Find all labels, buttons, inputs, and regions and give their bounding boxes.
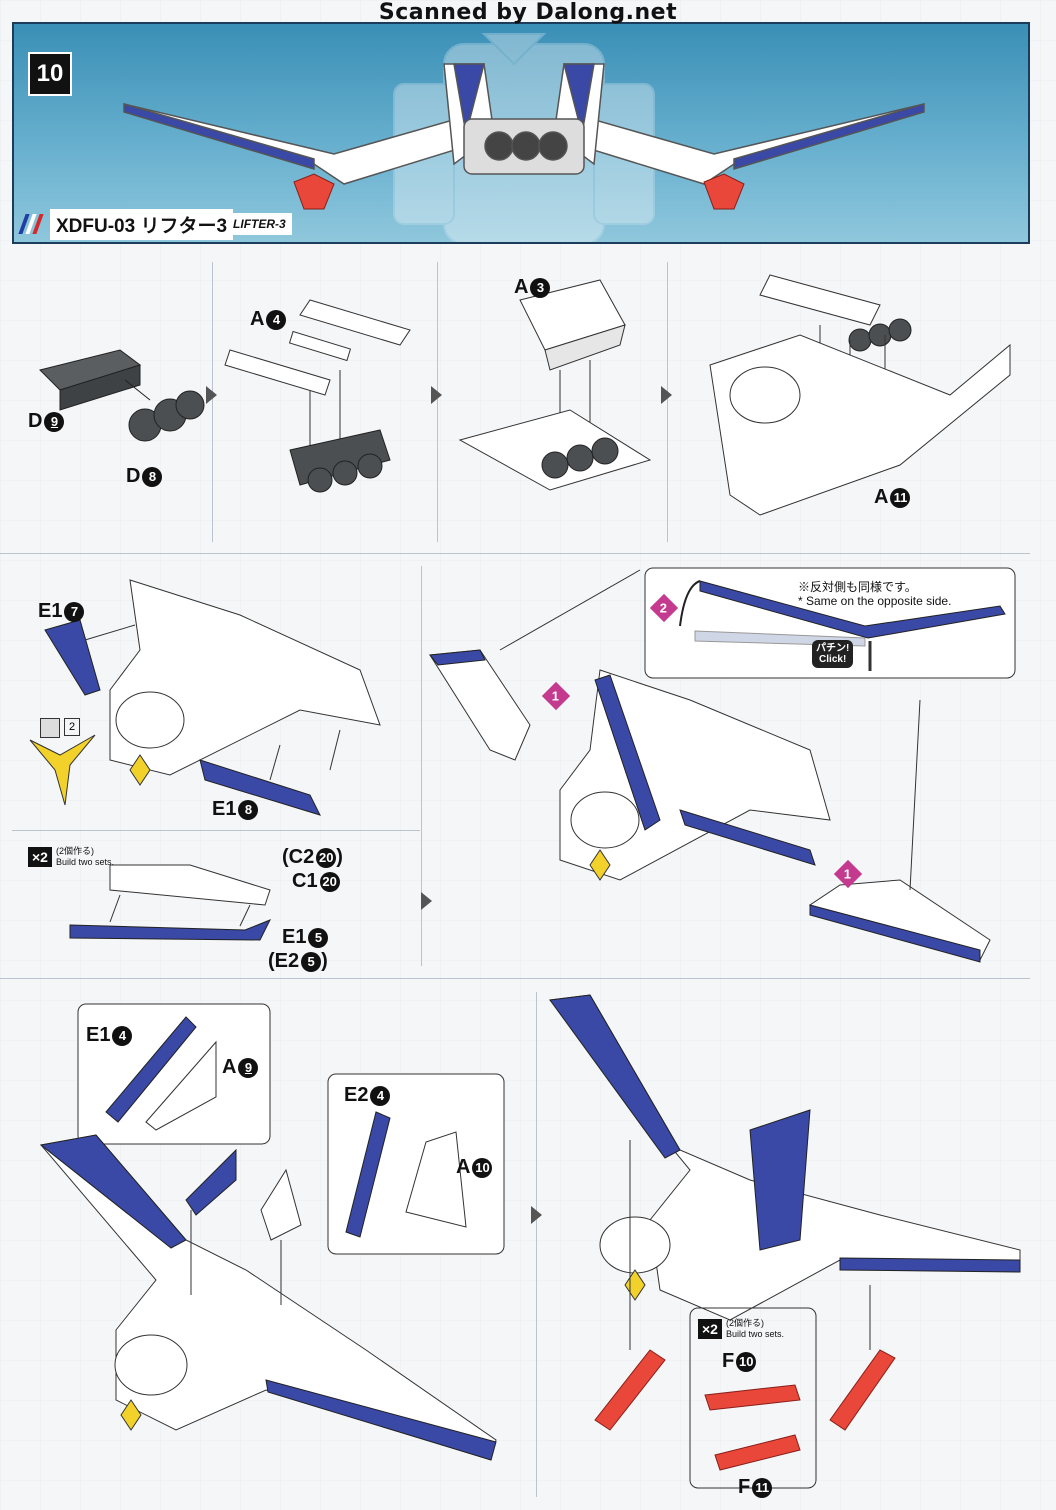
model-subtitle: LIFTER-3 bbox=[233, 213, 292, 235]
flow-arrow bbox=[431, 386, 442, 404]
x2-jp: (2個作る) bbox=[55, 846, 94, 856]
note-en: * Same on the opposite side. bbox=[798, 594, 952, 608]
wing-fold-callout bbox=[644, 567, 1016, 679]
x2-badge: ×2 bbox=[28, 847, 52, 867]
cover-a3-drawing bbox=[458, 279, 652, 491]
title-stripes bbox=[18, 214, 44, 234]
row-divider bbox=[0, 978, 1030, 979]
model-title: XDFU-03 リフター3 bbox=[50, 208, 234, 240]
body-a11-drawing bbox=[709, 274, 1011, 516]
build-two-sets-note: ×2 (2個作る)Build two sets. bbox=[28, 846, 114, 868]
lifter-hero-illustration bbox=[123, 33, 925, 242]
column-divider bbox=[421, 566, 422, 966]
sub-divider bbox=[12, 830, 420, 831]
flow-arrow bbox=[661, 386, 672, 404]
engine-parts-drawing bbox=[39, 349, 205, 442]
step-header: 10 bbox=[12, 22, 1030, 244]
watermark: Scanned by Dalong.net bbox=[378, 0, 678, 25]
lifter-fins-drawing bbox=[39, 1134, 497, 1461]
x2-en: Build two sets. bbox=[55, 857, 114, 867]
sticker-icon bbox=[40, 718, 60, 738]
body-with-fins-drawing bbox=[44, 579, 381, 816]
step-number: 10 bbox=[28, 52, 72, 96]
column-divider bbox=[536, 992, 537, 1497]
wing-c1-drawing bbox=[69, 864, 272, 941]
x2-jp-2: (2個作る) bbox=[725, 1318, 764, 1328]
flow-arrow bbox=[206, 386, 217, 404]
note-jp: ※反対側も同様です。 bbox=[798, 580, 917, 594]
row-divider bbox=[0, 553, 1030, 554]
sticker-number: 2 bbox=[64, 718, 80, 736]
flow-arrow bbox=[421, 892, 432, 910]
flow-arrow bbox=[531, 1206, 542, 1224]
fin-callout-a10 bbox=[327, 1073, 505, 1255]
build-two-sets-note-2: ×2 (2個作る)Build two sets. bbox=[698, 1318, 784, 1340]
title-bar: XDFU-03 リフター3 LIFTER-3 bbox=[18, 208, 292, 240]
lifter-assembled-drawing bbox=[429, 569, 991, 963]
lifter-final-drawing bbox=[549, 994, 1021, 1489]
frame-a4-drawing bbox=[224, 299, 411, 493]
sticker-yellow-drawing bbox=[29, 734, 96, 806]
x2-badge-2: ×2 bbox=[698, 1319, 722, 1339]
x2-en-2: Build two sets. bbox=[725, 1329, 784, 1339]
click-badge: パチン!Click! bbox=[812, 640, 854, 668]
